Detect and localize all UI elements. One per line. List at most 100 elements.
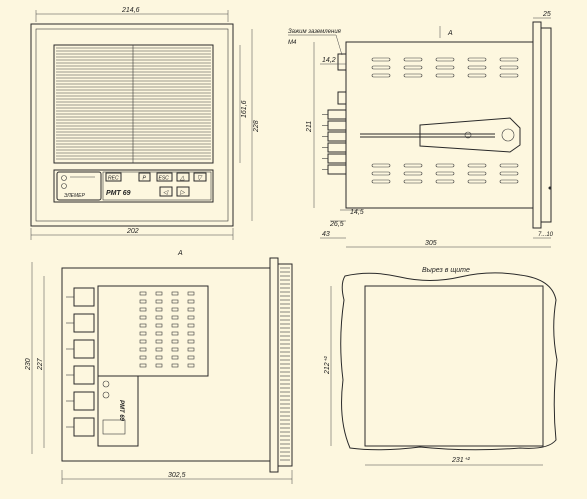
key-left-label: ◁ bbox=[163, 190, 169, 196]
key-esc-label: ESC bbox=[159, 176, 170, 182]
terminal-slot bbox=[187, 331, 195, 336]
key-p-label: P bbox=[143, 176, 147, 182]
rear-bezel bbox=[269, 257, 279, 473]
terminal-slot bbox=[155, 315, 163, 320]
front-panel bbox=[53, 169, 214, 203]
vent-slot bbox=[499, 179, 519, 184]
vent-slot bbox=[435, 163, 455, 168]
vent-slot bbox=[467, 163, 487, 168]
terminal-slot bbox=[139, 355, 147, 360]
connector bbox=[337, 91, 347, 105]
vent-slot bbox=[403, 73, 423, 78]
key-rec-label: REC bbox=[108, 176, 119, 182]
panel-outline bbox=[340, 272, 558, 451]
rear-connector bbox=[73, 287, 95, 307]
dim-rear-302-5: 302,5 bbox=[168, 472, 186, 479]
vent-slot bbox=[435, 179, 455, 184]
terminal-slot bbox=[139, 363, 147, 368]
terminal-slot bbox=[139, 347, 147, 352]
panel-knurl bbox=[280, 267, 290, 461]
terminal-slot bbox=[155, 339, 163, 344]
keypad-frame bbox=[102, 171, 212, 201]
rear-label-plate bbox=[97, 375, 139, 447]
terminal-slot bbox=[171, 339, 179, 344]
side-bezel bbox=[532, 21, 542, 229]
terminal-slot bbox=[155, 307, 163, 312]
ground-clamp bbox=[337, 53, 347, 71]
vent-slot bbox=[467, 179, 487, 184]
dim-side-211: 211 bbox=[306, 121, 313, 133]
front-inner-frame bbox=[35, 28, 229, 222]
terminal-slot bbox=[187, 315, 195, 320]
key-up[interactable] bbox=[176, 172, 190, 182]
side-view-label-a: А bbox=[447, 30, 453, 37]
terminal-slot bbox=[139, 339, 147, 344]
key-esc[interactable] bbox=[156, 172, 173, 182]
vent-slot bbox=[499, 57, 519, 62]
vent-slot bbox=[371, 73, 391, 78]
rear-model-label: РМТ 69 bbox=[118, 400, 124, 422]
rear-connector bbox=[73, 417, 95, 437]
rear-led bbox=[102, 391, 110, 399]
dim-side-305: 305 bbox=[425, 240, 437, 247]
terminal-slot bbox=[187, 323, 195, 328]
terminal-slot bbox=[171, 299, 179, 304]
front-brand-label: ЭЛЕМЕР bbox=[64, 193, 86, 199]
vent-slot bbox=[403, 163, 423, 168]
clamp-screw bbox=[501, 128, 515, 142]
terminal-slot bbox=[155, 355, 163, 360]
key-down-label: ▽ bbox=[197, 176, 203, 182]
led-indicator-2 bbox=[61, 183, 67, 189]
rear-connector bbox=[73, 365, 95, 385]
front-model-label: РМТ 69 bbox=[106, 190, 131, 197]
vent-slot bbox=[499, 73, 519, 78]
key-right-label: ▷ bbox=[179, 190, 185, 196]
key-p[interactable] bbox=[138, 172, 151, 182]
dim-side-25: 25 bbox=[542, 11, 551, 18]
terminal-slot bbox=[171, 331, 179, 336]
terminal-slot bbox=[187, 339, 195, 344]
key-left[interactable] bbox=[159, 186, 173, 197]
terminal-slot bbox=[171, 347, 179, 352]
connector bbox=[327, 120, 347, 131]
side-front-panel bbox=[540, 27, 552, 223]
key-down[interactable] bbox=[193, 172, 207, 182]
dim-side-14-5: 14,5 bbox=[350, 209, 364, 216]
terminal-slot bbox=[139, 299, 147, 304]
terminal-slot bbox=[155, 299, 163, 304]
vent-slot bbox=[467, 171, 487, 176]
panel-cutout-view: Вырез в щите 212⁺² 231⁺² bbox=[324, 267, 558, 466]
thread-note: М4 bbox=[288, 40, 297, 46]
vent-slot bbox=[371, 65, 391, 70]
key-right[interactable] bbox=[176, 186, 190, 197]
cutout-rect bbox=[364, 285, 544, 447]
terminal-dots bbox=[139, 291, 195, 368]
ground-clamp-note: Зажим заземления bbox=[288, 29, 342, 35]
terminal-slot bbox=[187, 355, 195, 360]
rear-housing bbox=[61, 267, 271, 462]
terminal-slot bbox=[155, 323, 163, 328]
vent-slot bbox=[499, 65, 519, 70]
vent-slot bbox=[403, 57, 423, 62]
vent-slot bbox=[467, 65, 487, 70]
rear-view: А РМТ 69 230 227 302,5 bbox=[25, 250, 293, 484]
vent-slot bbox=[435, 171, 455, 176]
connector bbox=[327, 142, 347, 153]
vent-slot bbox=[499, 163, 519, 168]
terminal-slot bbox=[171, 307, 179, 312]
vent-slot bbox=[403, 179, 423, 184]
vent-slot bbox=[467, 73, 487, 78]
side-view: А Зажим заземления М4 25 14,2 211 14,5 2… bbox=[288, 11, 554, 248]
terminal-slot bbox=[171, 315, 179, 320]
key-rec[interactable] bbox=[105, 172, 122, 182]
ventilation-slots bbox=[371, 57, 519, 184]
terminal-slot bbox=[155, 363, 163, 368]
rear-connector bbox=[73, 391, 95, 411]
clamp-bracket bbox=[419, 117, 521, 153]
vent-slot bbox=[371, 179, 391, 184]
note-leader bbox=[335, 34, 343, 56]
rear-sticker bbox=[102, 419, 126, 435]
front-screen bbox=[53, 44, 214, 164]
cutout-title: Вырез в щите bbox=[422, 267, 470, 274]
